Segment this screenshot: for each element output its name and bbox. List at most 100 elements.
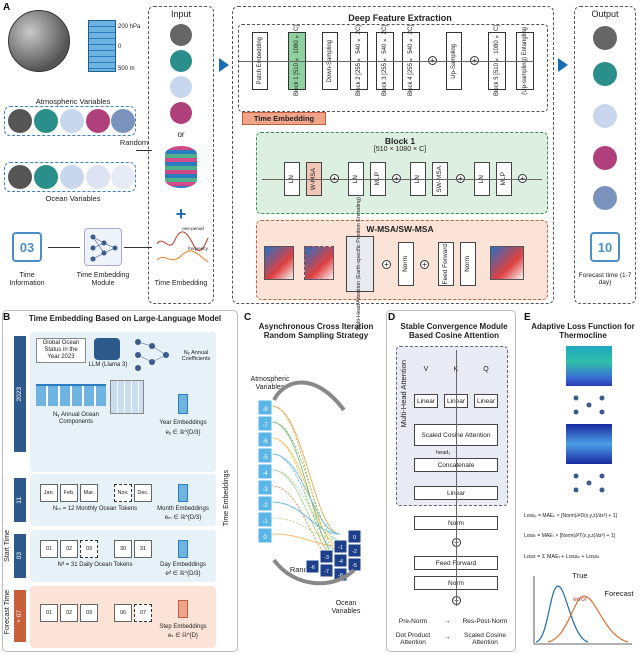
panel-c-title: Asynchronous Cross Iteration Random Samp… — [258, 322, 374, 340]
arrow-glyph-1: → — [443, 618, 451, 625]
extraction-inner-box — [238, 24, 548, 112]
level-0: 0 — [118, 44, 122, 50]
sampling-curve — [271, 533, 341, 547]
day-token-31: 31 — [134, 540, 152, 558]
panel-c-letter: C — [244, 312, 252, 323]
atmos-token — [257, 527, 273, 544]
input-globe-2 — [170, 50, 192, 72]
scaled-cosine-label: Scaled Cosine Attention — [464, 632, 506, 647]
panel-d-title: Stable Convergence Module Based Cosine A… — [400, 322, 508, 340]
add-icon-b1: + — [330, 174, 339, 183]
ocean-token-label: -6 — [310, 565, 315, 571]
time-embedding-label: Time Embedding — [154, 280, 208, 287]
input-or: or — [177, 130, 185, 139]
panel-c-graphic: -8-7-6-5-4-3-2-10 0-1-2-3-4-5-6-7-8 — [257, 380, 362, 586]
input-stack-icon — [165, 146, 197, 188]
ocean-token-label: -2 — [352, 549, 357, 555]
step-embeddings-symbol: eₛ ∈ ℝ^{D} — [167, 633, 199, 639]
month-token-3: Mar. — [80, 484, 98, 502]
time-information-calendar-icon: 03 — [12, 232, 42, 262]
k-label: K — [453, 366, 459, 373]
ocean-token-label: -4 — [338, 559, 343, 565]
annual-components-bars — [36, 384, 106, 406]
llm-nodes-icon — [132, 336, 172, 374]
year-embeddings-label: Year Embeddings — [159, 420, 207, 426]
d-flow-line — [456, 350, 457, 606]
month-embedding-bar — [178, 484, 188, 502]
earth-globe-icon — [8, 10, 70, 72]
deep-feature-extraction-title: Deep Feature Extraction — [348, 13, 452, 23]
add-icon-c1: + — [382, 260, 391, 269]
add-icon-b4: + — [518, 174, 527, 183]
ocean-globe-5 — [111, 165, 135, 189]
ocean-token-label: 0 — [353, 535, 356, 541]
add-icon-b3: + — [456, 174, 465, 183]
output-globe-2 — [593, 62, 617, 86]
ocean-token — [305, 559, 320, 574]
ocean-token-label: -8 — [338, 573, 343, 579]
month-token-1: Jan. — [40, 484, 58, 502]
ocean-token-label: -3 — [324, 555, 329, 561]
time-series-label-1: one-period — [182, 226, 204, 231]
month-token-11: Nov. — [114, 484, 132, 502]
step-token-6: 06 — [114, 604, 132, 622]
month-embeddings-symbol: eₘ ∈ ℝ^{D/3} — [164, 515, 202, 521]
forecast-label: Forecast — [604, 589, 634, 598]
day-token-2: 02 — [60, 540, 78, 558]
atmos-token — [257, 447, 273, 464]
day-token-30: 30 — [114, 540, 132, 558]
ocean-token — [347, 529, 362, 544]
annual-components-label: Nᵧ Annual Ocean Components — [53, 412, 99, 425]
atmos-token-label: 0 — [263, 535, 267, 541]
step-embeddings-label: Step Embeddings — [159, 624, 207, 630]
output-globe-3 — [593, 104, 617, 128]
ocean-token-label: -1 — [338, 545, 343, 551]
day-token-3: 03 — [80, 540, 98, 558]
panel-d-box — [386, 310, 516, 652]
mha-side-label: Multi-Head Attention — [399, 360, 409, 428]
nn-icon-e2 — [570, 470, 608, 496]
panel-d-letter: D — [388, 312, 396, 323]
random-label-a: Random — [119, 138, 149, 147]
atmos-globe-1 — [8, 109, 32, 133]
ocean-token — [333, 553, 348, 568]
nn-icon-e1 — [570, 392, 608, 418]
flow-line-a — [238, 61, 534, 62]
time-information-label: Time Information — [9, 272, 45, 288]
atmos-globe-5 — [111, 109, 135, 133]
panel-e-letter: E — [524, 312, 531, 323]
start-time-label: Start Time — [4, 530, 12, 562]
step-token-1: 01 — [40, 604, 58, 622]
flow-line-b — [262, 179, 542, 180]
add-icon-a2: + — [470, 56, 479, 65]
atmos-token-label: -7 — [262, 423, 268, 429]
time-series-label-2: frequency — [188, 246, 208, 251]
time-embedding-module-icon — [84, 228, 122, 266]
ocean-globe-1 — [8, 165, 32, 189]
plus-icon: + — [175, 204, 187, 224]
arrow-glyph-2: → — [443, 634, 451, 641]
weather-map-icon-1 — [264, 246, 294, 280]
time-embeddings-side-label: Time Embeddings — [223, 470, 231, 527]
add-icon-a1: + — [428, 56, 437, 65]
panel-a-letter: A — [3, 2, 11, 13]
add-icon-b2: + — [392, 174, 401, 183]
linear-v-box: Linear — [414, 394, 438, 408]
atmos-token — [257, 399, 273, 416]
sampling-curve — [271, 453, 341, 553]
step-token-7: 07 — [134, 604, 152, 622]
sampling-curve — [271, 501, 341, 535]
input-globe-1 — [170, 24, 192, 46]
block1-detail-title: Block 1 — [384, 136, 416, 146]
year-embeddings-symbol: eᵧ ∈ ℝ^{D/3} — [165, 430, 201, 436]
panel-b-box — [2, 310, 238, 652]
atmos-token — [257, 479, 273, 496]
level-500m: 500 m — [118, 66, 135, 72]
sampling-curve — [271, 405, 341, 553]
month-token-2: Feb. — [60, 484, 78, 502]
atmos-globe-3 — [60, 109, 84, 133]
sampling-curve — [271, 405, 341, 535]
output-column-box — [574, 6, 636, 304]
atmospheric-variables-box — [4, 106, 136, 136]
month-token-12: Dec. — [134, 484, 152, 502]
